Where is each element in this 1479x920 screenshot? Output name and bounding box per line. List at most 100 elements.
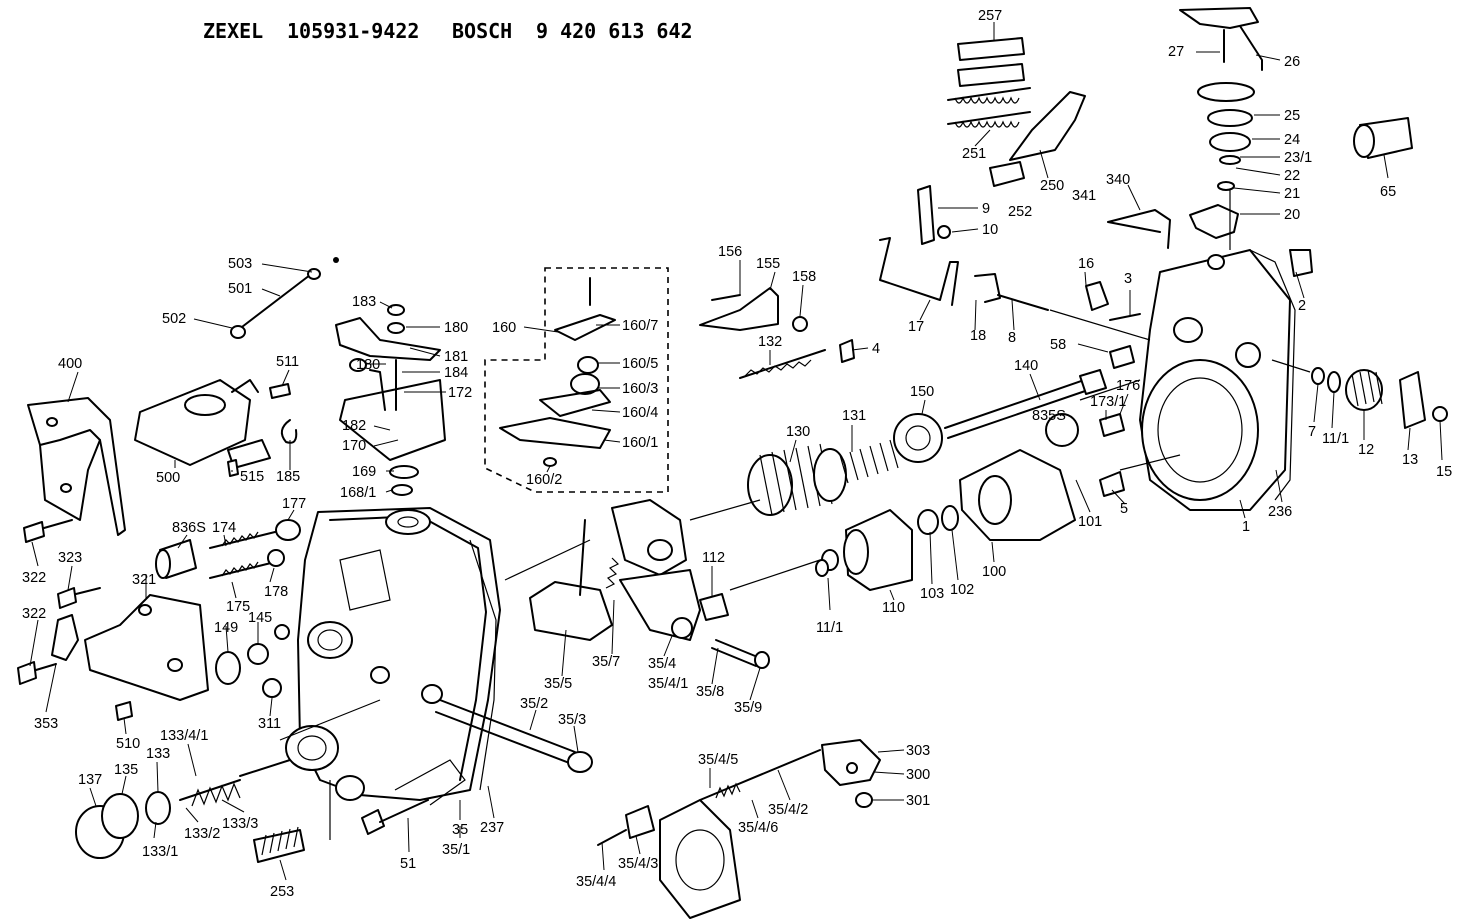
callout-170: 170 bbox=[342, 438, 366, 454]
callout-22: 22 bbox=[1284, 168, 1300, 184]
callout-180-upper: 180 bbox=[444, 320, 468, 336]
callout-133-2: 133/2 bbox=[184, 826, 220, 842]
callout-24: 24 bbox=[1284, 132, 1300, 148]
callout-502: 502 bbox=[162, 311, 186, 327]
header-bosch-number: 9 420 613 642 bbox=[536, 19, 693, 43]
callout-35-4-3: 35/4/3 bbox=[618, 856, 658, 872]
callout-65: 65 bbox=[1380, 184, 1396, 200]
callout-252: 252 bbox=[1008, 204, 1032, 220]
callout-103: 103 bbox=[920, 586, 944, 602]
callout-156: 156 bbox=[718, 244, 742, 260]
callout-169: 169 bbox=[352, 464, 376, 480]
callout-503: 503 bbox=[228, 256, 252, 272]
callout-9: 9 bbox=[982, 201, 990, 217]
bracket-rod-part bbox=[699, 287, 855, 379]
bracket-400-part bbox=[27, 397, 126, 536]
callout-303: 303 bbox=[906, 743, 930, 759]
callout-35-7: 35/7 bbox=[592, 654, 620, 670]
callout-160-1: 160/1 bbox=[622, 435, 658, 451]
callout-131: 131 bbox=[842, 408, 866, 424]
callout-27: 27 bbox=[1168, 44, 1184, 60]
callout-132: 132 bbox=[758, 334, 782, 350]
callout-10: 10 bbox=[982, 222, 998, 238]
callout-510: 510 bbox=[116, 736, 140, 752]
plate-321-part bbox=[17, 519, 209, 721]
callout-35-3: 35/3 bbox=[558, 712, 586, 728]
callout-12: 12 bbox=[1358, 442, 1374, 458]
callout-174: 174 bbox=[212, 520, 236, 536]
callout-184: 184 bbox=[444, 365, 468, 381]
callout-135: 135 bbox=[114, 762, 138, 778]
bolt-51-part bbox=[361, 799, 429, 835]
callout-183: 183 bbox=[352, 294, 376, 310]
callout-149: 149 bbox=[214, 620, 238, 636]
callout-168-1: 168/1 bbox=[340, 485, 376, 501]
washers-part bbox=[215, 624, 290, 698]
header-brand-bosch: BOSCH bbox=[452, 19, 512, 43]
callout-301: 301 bbox=[906, 793, 930, 809]
callout-160-3: 160/3 bbox=[622, 381, 658, 397]
callout-300: 300 bbox=[906, 767, 930, 783]
callout-236: 236 bbox=[1268, 504, 1292, 520]
callout-835s: 835S bbox=[1032, 408, 1066, 424]
callout-25: 25 bbox=[1284, 108, 1300, 124]
callout-180-lower: 180 bbox=[356, 357, 380, 373]
parts-drawing bbox=[17, 7, 1448, 919]
callout-35-4-6: 35/4/6 bbox=[738, 820, 778, 836]
callout-23-1: 23/1 bbox=[1284, 150, 1312, 166]
governor-group-part bbox=[484, 267, 669, 493]
callout-341: 341 bbox=[1072, 188, 1096, 204]
callout-16: 16 bbox=[1078, 256, 1094, 272]
header-brand-zexel: ZEXEL bbox=[203, 19, 263, 43]
callout-250: 250 bbox=[1040, 178, 1064, 194]
callout-133-1: 133/1 bbox=[142, 844, 178, 860]
callout-35-4-1: 35/4/1 bbox=[648, 676, 688, 692]
callout-400: 400 bbox=[58, 356, 82, 372]
callout-58: 58 bbox=[1050, 337, 1066, 353]
callout-110: 110 bbox=[882, 600, 905, 616]
callout-11-1-center: 11/1 bbox=[816, 620, 843, 636]
callout-353: 353 bbox=[34, 716, 58, 732]
callout-181: 181 bbox=[444, 349, 468, 365]
lever-35-group-part bbox=[529, 499, 770, 669]
assembly-centerlines bbox=[279, 190, 1311, 840]
governor-lever-part bbox=[335, 304, 446, 496]
callout-160-4: 160/4 bbox=[622, 405, 658, 421]
callout-35-4-2: 35/4/2 bbox=[768, 802, 808, 818]
callout-7: 7 bbox=[1308, 424, 1316, 440]
callout-100: 100 bbox=[982, 564, 1006, 580]
callout-515: 515 bbox=[240, 469, 264, 485]
callout-177: 177 bbox=[282, 496, 306, 512]
diagram-header: ZEXEL 105931-9422 BOSCH 9 420 613 642 bbox=[203, 19, 693, 43]
callout-133-4-1: 133/4/1 bbox=[160, 728, 208, 744]
callout-13: 13 bbox=[1402, 452, 1418, 468]
callout-35-5: 35/5 bbox=[544, 676, 572, 692]
callout-5: 5 bbox=[1120, 501, 1128, 517]
callout-173-1: 173/1 bbox=[1090, 394, 1126, 410]
callout-175: 175 bbox=[226, 599, 250, 615]
callout-176: 176 bbox=[1116, 378, 1140, 394]
spring-133-group-part bbox=[75, 759, 305, 863]
rollers-springs-part bbox=[947, 37, 1086, 187]
callout-311: 311 bbox=[258, 716, 281, 732]
callout-26: 26 bbox=[1284, 54, 1300, 70]
callout-35-4-4: 35/4/4 bbox=[576, 874, 616, 890]
callout-257: 257 bbox=[978, 8, 1002, 24]
callout-836s: 836S bbox=[172, 520, 206, 536]
callout-145: 145 bbox=[248, 610, 272, 626]
callout-158: 158 bbox=[792, 269, 816, 285]
callout-160-2: 160/2 bbox=[526, 472, 562, 488]
lever-group-part bbox=[879, 185, 1313, 321]
callout-35-4: 35/4 bbox=[648, 656, 676, 672]
callout-323: 323 bbox=[58, 550, 82, 566]
callout-137: 137 bbox=[78, 772, 102, 788]
callout-150: 150 bbox=[910, 384, 934, 400]
callout-160: 160 bbox=[492, 320, 516, 336]
callout-140: 140 bbox=[1014, 358, 1038, 374]
callout-112: 112 bbox=[702, 550, 725, 566]
callout-20: 20 bbox=[1284, 207, 1300, 223]
callout-130: 130 bbox=[786, 424, 810, 440]
bottom-lever-group-part bbox=[597, 739, 881, 919]
